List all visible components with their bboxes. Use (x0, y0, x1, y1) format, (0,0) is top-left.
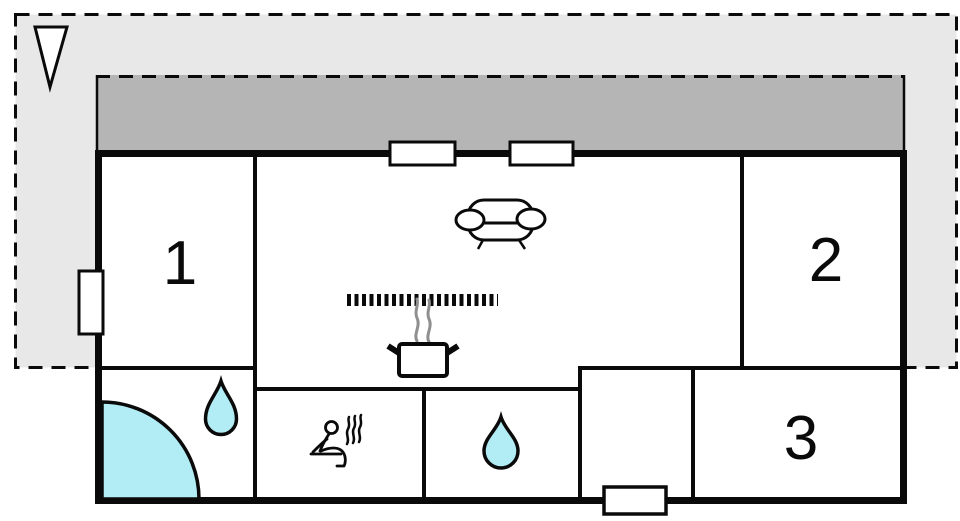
pot-body (397, 342, 449, 378)
shower-corner-icon (100, 400, 201, 501)
room-2-label: 2 (809, 226, 843, 295)
entrance-door-icon (602, 485, 668, 516)
sauna-person-head (324, 420, 339, 435)
sofa-armrest-left (454, 208, 486, 232)
window-icon-top-left (388, 140, 457, 167)
steam-line-2 (426, 298, 432, 344)
room-3-label: 3 (784, 404, 818, 473)
water-drop-icon-bathroom (203, 375, 239, 437)
north-arrow-icon (33, 25, 69, 93)
steam-line-1 (414, 297, 420, 343)
sofa-leg-right (517, 239, 527, 250)
window-icon-top-right (508, 140, 575, 167)
sauna-steam (345, 413, 363, 446)
sofa-armrest-right (515, 207, 547, 231)
sauna-person-icon (309, 413, 363, 468)
room-1-label: 1 (163, 229, 197, 298)
sauna-person-leg (319, 446, 347, 468)
sauna-steam-1 (345, 415, 351, 446)
sauna-steam-3 (357, 413, 363, 444)
covered-deck-fill (96, 75, 905, 154)
window-icon-left (77, 269, 105, 336)
covered-deck (95, 75, 906, 154)
water-drop-icon-wc (482, 411, 520, 470)
windows (77, 140, 575, 336)
sofa-icon (454, 198, 547, 250)
cooking-pot-icon (386, 342, 460, 378)
sauna-steam-2 (351, 414, 357, 445)
interior-walls (97, 152, 903, 500)
sauna-person-arm (311, 437, 329, 454)
sofa-leg-left (476, 239, 485, 250)
steam-icon (414, 297, 432, 344)
